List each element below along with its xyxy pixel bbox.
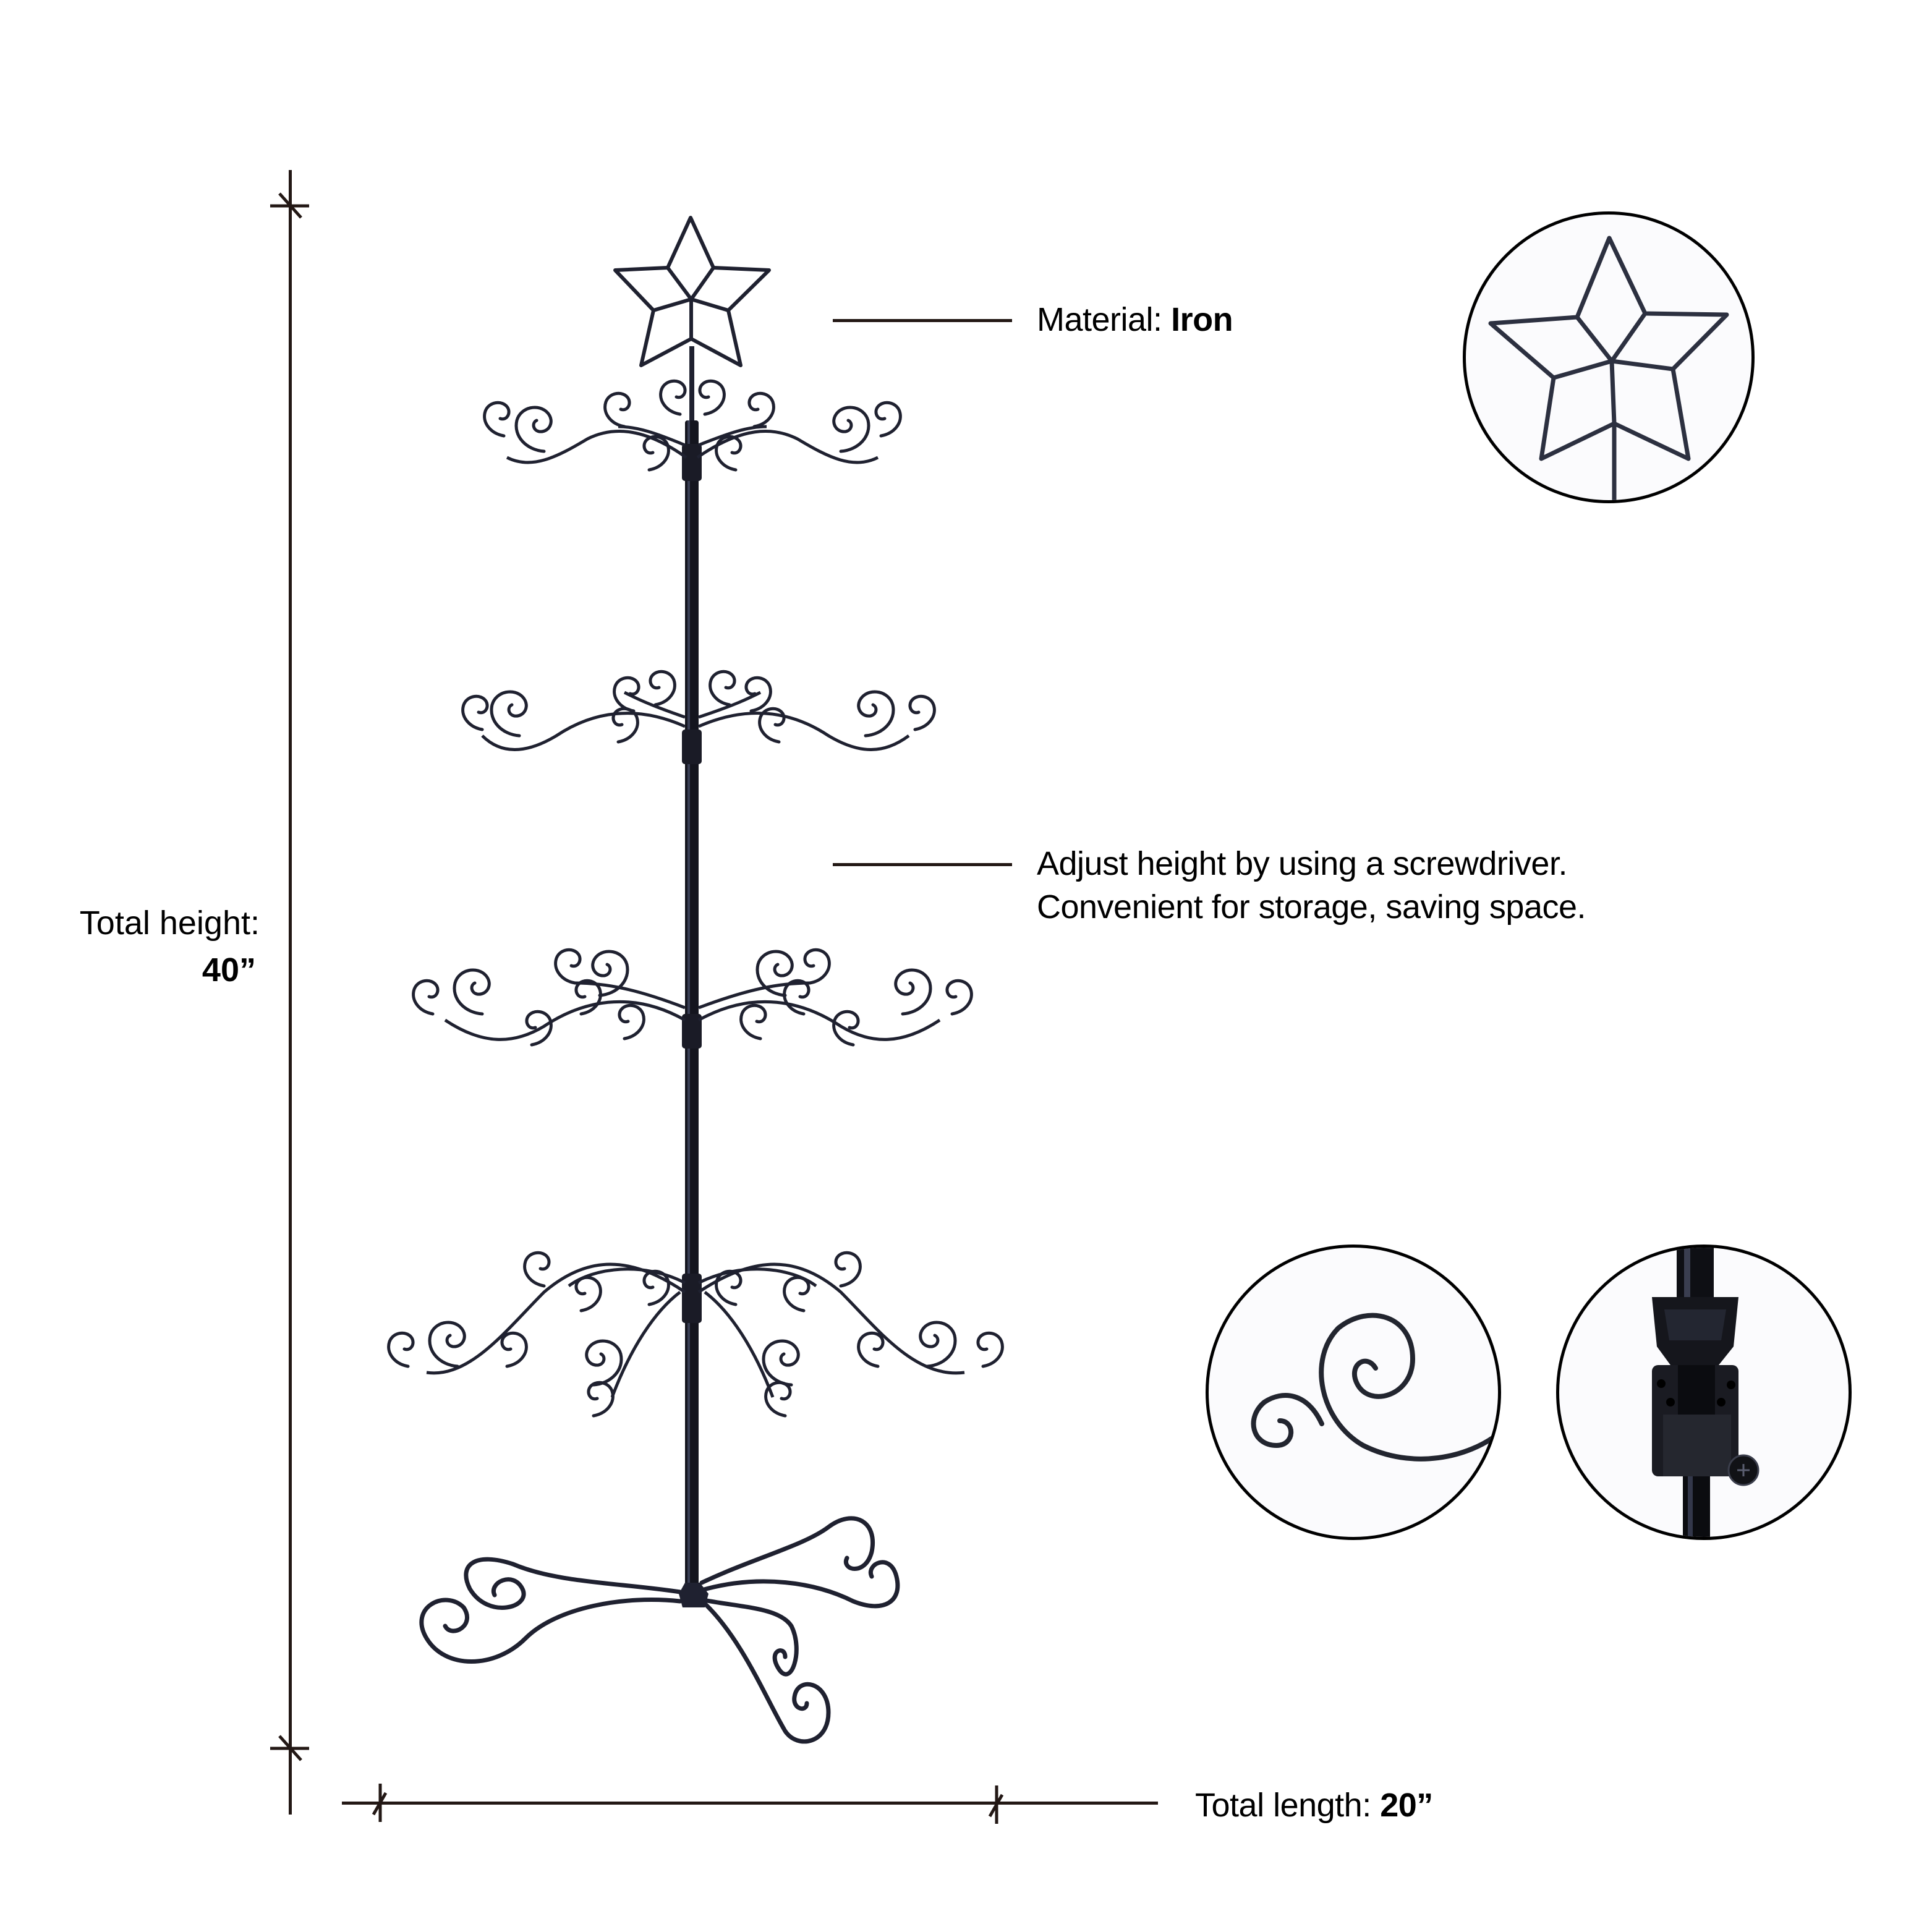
pole-joint-screw-closeup	[1556, 1245, 1852, 1540]
adjust-line-2: Convenient for storage, saving space.	[1037, 888, 1586, 926]
total-height-value: 40”	[202, 951, 256, 989]
tripod-base	[419, 1516, 900, 1744]
total-length-value: 20”	[1380, 1787, 1433, 1824]
material-callout-line	[833, 319, 1012, 322]
material-caption: Material:	[1037, 301, 1172, 338]
length-left-tick-icon	[372, 1784, 388, 1822]
joint-closeup-icon	[1652, 1248, 1760, 1537]
branch-tier-2	[463, 671, 935, 751]
scroll-hook-closeup	[1206, 1245, 1501, 1540]
adjust-callout-line	[833, 863, 1012, 866]
star-topper	[613, 216, 771, 367]
height-top-tick-icon	[270, 192, 309, 219]
scroll-closeup-icon	[1251, 1313, 1498, 1462]
adjust-description: Adjust height by using a screwdriver. Co…	[1037, 842, 1586, 929]
length-right-tick-icon	[988, 1785, 1004, 1824]
center-pole	[682, 346, 702, 1604]
height-dimension-line	[289, 170, 292, 1815]
branch-tier-1	[485, 381, 901, 470]
total-height-label: Total height: 40”	[80, 900, 260, 994]
branch-tier-3	[414, 950, 972, 1045]
star-topper-closeup	[1463, 211, 1755, 503]
height-bottom-tick-icon	[270, 1735, 309, 1761]
material-label: Material: Iron	[1037, 298, 1233, 341]
branch-tier-4	[389, 1253, 1003, 1416]
total-height-caption: Total height:	[79, 904, 260, 942]
length-dimension-line	[342, 1802, 1158, 1805]
total-length-caption: Total length:	[1195, 1787, 1381, 1824]
total-length-label: Total length: 20”	[1195, 1784, 1433, 1827]
star-closeup-icon	[1488, 236, 1729, 500]
adjust-line-1: Adjust height by using a screwdriver.	[1037, 845, 1567, 882]
material-value: Iron	[1171, 301, 1233, 338]
base-hub	[679, 1583, 709, 1607]
